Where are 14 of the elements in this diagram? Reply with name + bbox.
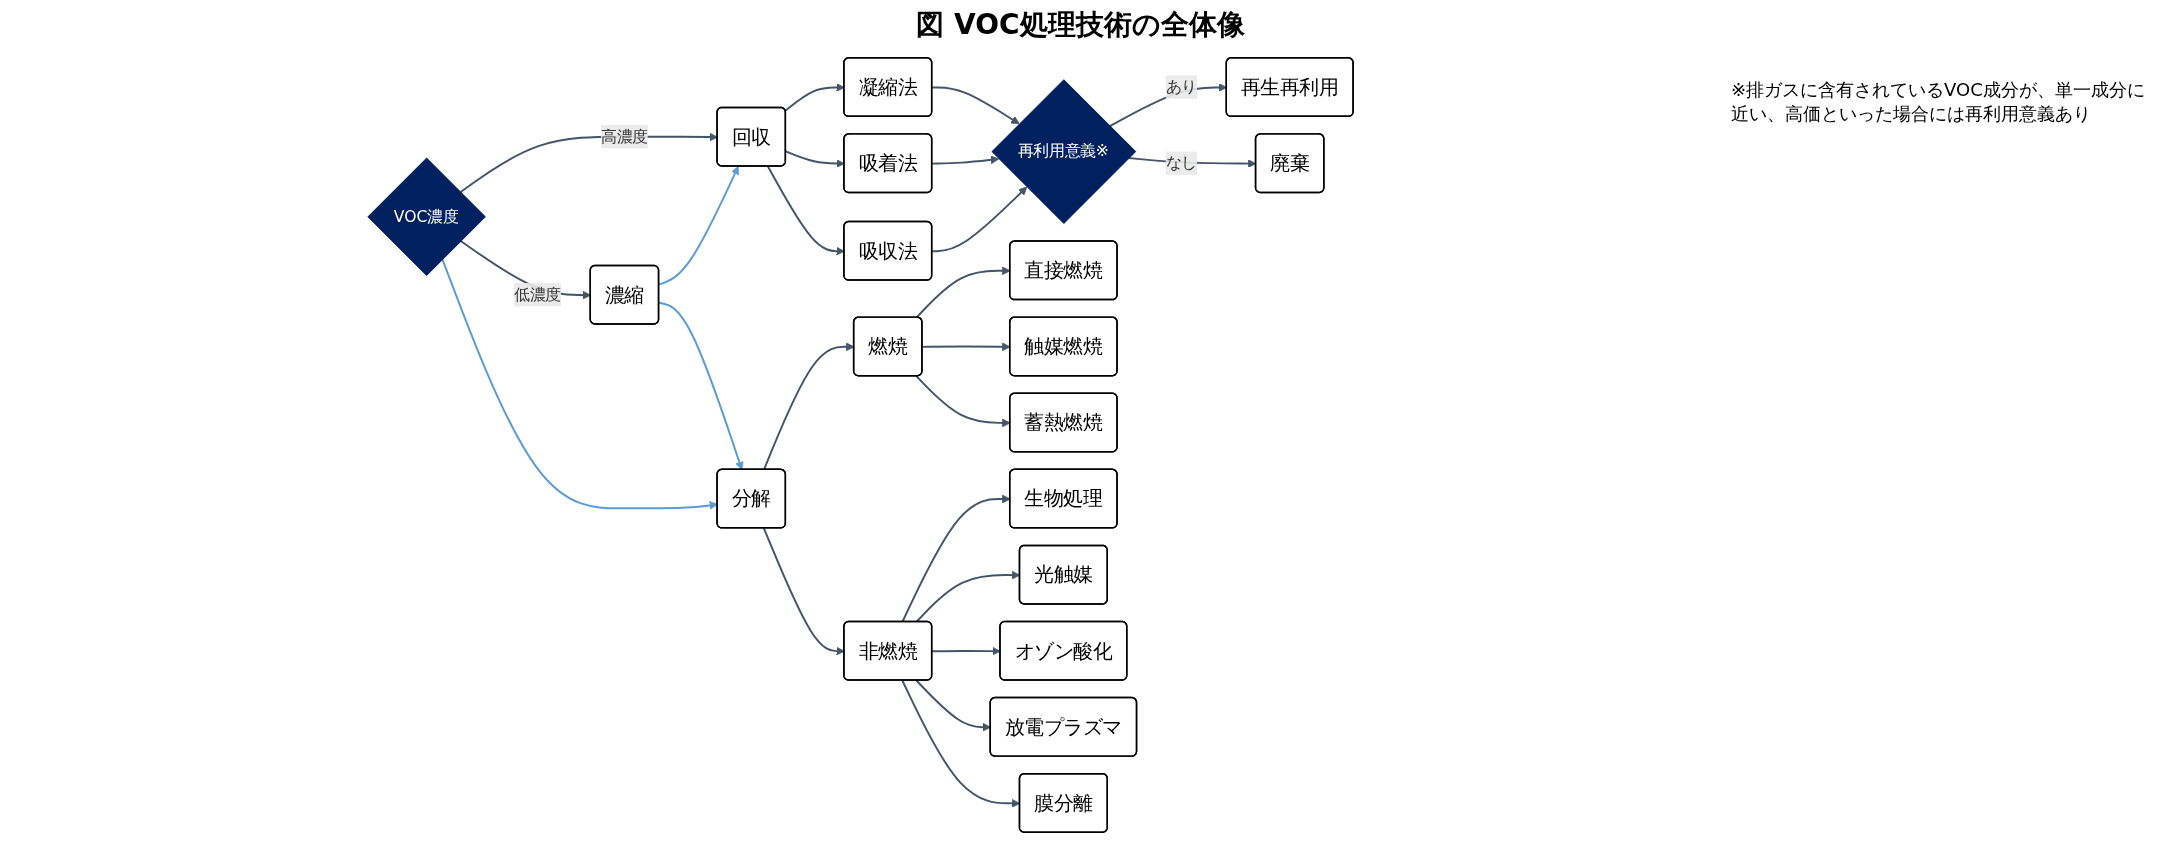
arrow xyxy=(931,86,1020,125)
arrow xyxy=(658,166,739,286)
arrow xyxy=(931,155,1000,165)
edge-label: なし xyxy=(1165,153,1198,172)
edge-label: あり xyxy=(1165,77,1198,96)
edge-label: 低濃度 xyxy=(514,284,561,304)
node-diamond: 再利用意義※ xyxy=(991,79,1137,224)
arrow xyxy=(931,186,1028,253)
node-diamond: VOC濃度 xyxy=(367,157,486,277)
diagram-title: 図 VOC処理技術の全体像 xyxy=(915,7,1246,43)
arrow xyxy=(658,301,744,471)
note-text: ※排ガスに含有されているVOC成分が、単一成分に近い、高価といった場合には再利用意義あり xyxy=(1731,78,2146,126)
edge-label: 高濃度 xyxy=(600,126,648,146)
arrow xyxy=(441,258,718,510)
